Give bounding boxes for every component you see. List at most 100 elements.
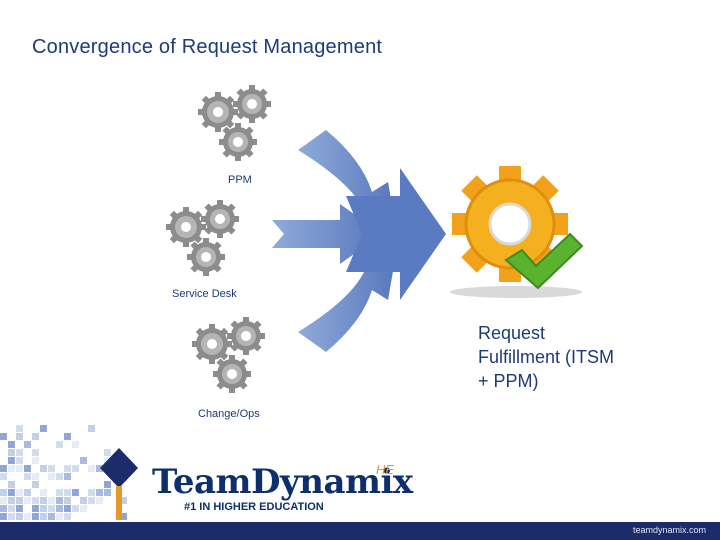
arrow-from-change-ops [298, 254, 396, 352]
ppm-label: PPM [228, 174, 252, 186]
change-ops-label: Change/Ops [198, 408, 260, 420]
mosaic-tile [48, 497, 55, 504]
mosaic-tile [8, 497, 15, 504]
mosaic-tile [64, 465, 71, 472]
mosaic-tile [88, 497, 95, 504]
mosaic-tile [96, 489, 103, 496]
arrow-merged-head [346, 168, 446, 300]
mosaic-tile [8, 449, 15, 456]
mosaic-tile [40, 513, 47, 520]
mosaic-tile [32, 457, 39, 464]
mosaic-tile [8, 457, 15, 464]
mosaic-tile [8, 505, 15, 512]
mosaic-tile [56, 513, 63, 520]
mosaic-tile [0, 505, 7, 512]
mosaic-tile [64, 505, 71, 512]
mosaic-tile [24, 441, 31, 448]
mosaic-tile [24, 465, 31, 472]
mosaic-tile [56, 473, 63, 480]
result-gear-check-icon [450, 166, 584, 298]
mosaic-tile [120, 513, 127, 520]
mosaic-tile [72, 441, 79, 448]
gear-icon [201, 200, 239, 238]
mosaic-tile [8, 489, 15, 496]
mosaic-tile [16, 465, 23, 472]
mosaic-tile [32, 449, 39, 456]
decorative-pixel-mosaic [0, 425, 135, 520]
mosaic-tile [96, 497, 103, 504]
mosaic-tile [32, 505, 39, 512]
mosaic-tile [0, 489, 7, 496]
mosaic-tile [16, 449, 23, 456]
mosaic-tile [32, 473, 39, 480]
mosaic-tile [40, 497, 47, 504]
change-ops-gears-icon [192, 317, 265, 393]
slide-title: Convergence of Request Management [32, 36, 383, 58]
mosaic-tile [24, 497, 31, 504]
mosaic-tile [8, 513, 15, 520]
mosaic-tile [40, 465, 47, 472]
mosaic-tile [88, 465, 95, 472]
gear-icon [187, 238, 225, 276]
mosaic-tile [56, 441, 63, 448]
mosaic-tile [0, 465, 7, 472]
mosaic-tile [104, 489, 111, 496]
service-desk-label: Service Desk [172, 288, 237, 300]
mosaic-tile [72, 465, 79, 472]
mosaic-tile [0, 513, 7, 520]
footer-bar: teamdynamix.com [0, 522, 720, 540]
logo-tagline: #1 IN HIGHER EDUCATION [184, 501, 324, 513]
arrow-from-service-desk [272, 204, 382, 264]
mosaic-tile [56, 497, 63, 504]
mosaic-tile [48, 513, 55, 520]
mosaic-tile [64, 497, 71, 504]
mosaic-tile [24, 489, 31, 496]
mosaic-tile [0, 497, 7, 504]
mosaic-tile [104, 449, 111, 456]
ppm-gears-icon [198, 85, 271, 161]
mosaic-tile [24, 513, 31, 520]
mosaic-tile [72, 505, 79, 512]
mosaic-tile [16, 497, 23, 504]
mosaic-tile [64, 433, 71, 440]
mosaic-tile [32, 513, 39, 520]
mosaic-tile [88, 489, 95, 496]
mosaic-tile [16, 425, 23, 432]
mosaic-tile [8, 465, 15, 472]
mosaic-tile [48, 465, 55, 472]
mosaic-tile [80, 497, 87, 504]
mosaic-tile [40, 425, 47, 432]
gear-icon [166, 207, 206, 247]
mosaic-tile [80, 457, 87, 464]
mosaic-tile [32, 433, 39, 440]
mosaic-tile [8, 481, 15, 488]
mosaic-tile [88, 425, 95, 432]
mosaic-tile [120, 497, 127, 504]
gear-icon [233, 85, 271, 123]
mosaic-tile [16, 433, 23, 440]
mosaic-tile [32, 481, 39, 488]
mosaic-tile [56, 489, 63, 496]
mosaic-tile [32, 497, 39, 504]
mosaic-tile [16, 457, 23, 464]
mosaic-tile [72, 489, 79, 496]
mosaic-tile [40, 489, 47, 496]
gear-icon [227, 317, 265, 355]
mosaic-tile [16, 505, 23, 512]
logo-suffix: HE [376, 462, 395, 477]
mosaic-tile [16, 489, 23, 496]
mosaic-tile [64, 473, 71, 480]
mosaic-tile [64, 513, 71, 520]
result-label: Request Fulfillment (ITSM + PPM) [478, 323, 615, 391]
mosaic-tile [56, 505, 63, 512]
graduation-logo-icon [100, 448, 138, 520]
mosaic-tile [16, 513, 23, 520]
mosaic-tile [24, 473, 31, 480]
mosaic-tile [40, 505, 47, 512]
teamdynamix-logo: TeamDynamix [152, 462, 413, 502]
mosaic-tile [104, 481, 111, 488]
mosaic-tile [48, 505, 55, 512]
mosaic-tile [0, 433, 7, 440]
check-icon [504, 232, 584, 290]
